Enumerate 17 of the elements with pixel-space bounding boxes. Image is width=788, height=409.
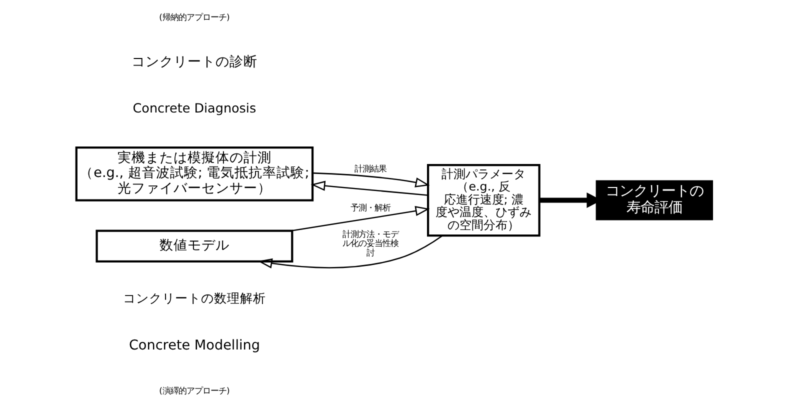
label: コンクリートの数理解析 [122, 292, 266, 307]
arrow [310, 180, 428, 196]
label: Concrete Modelling [128, 338, 260, 354]
label: (帰納的アプローチ) [158, 12, 230, 23]
node-box: 計測パラメータ （e.g., 反応進行速度; 濃度や温度、ひずみの空間分布） [426, 164, 540, 237]
node-box: コンクリートの寿命評価 [595, 180, 713, 220]
arrow [312, 172, 430, 188]
edge-label: 計測方法・モデル化の妥当性検討 [342, 230, 398, 258]
edge-label: 計測結果 [354, 164, 386, 174]
edge-label: 予測・解析 [350, 203, 390, 214]
label: コンクリートの診断 [130, 54, 257, 70]
node-box: 数値モデル [95, 230, 293, 262]
node-box: 実機または模擬体の計測 （e.g., 超音波試験; 電気抵抗率試験; 光ファイバーセンサー） [74, 146, 314, 202]
label: Concrete Diagnosis [132, 101, 256, 116]
arrow [290, 206, 430, 232]
arrow [257, 235, 442, 268]
label: (演繹的アプローチ) [158, 386, 230, 396]
